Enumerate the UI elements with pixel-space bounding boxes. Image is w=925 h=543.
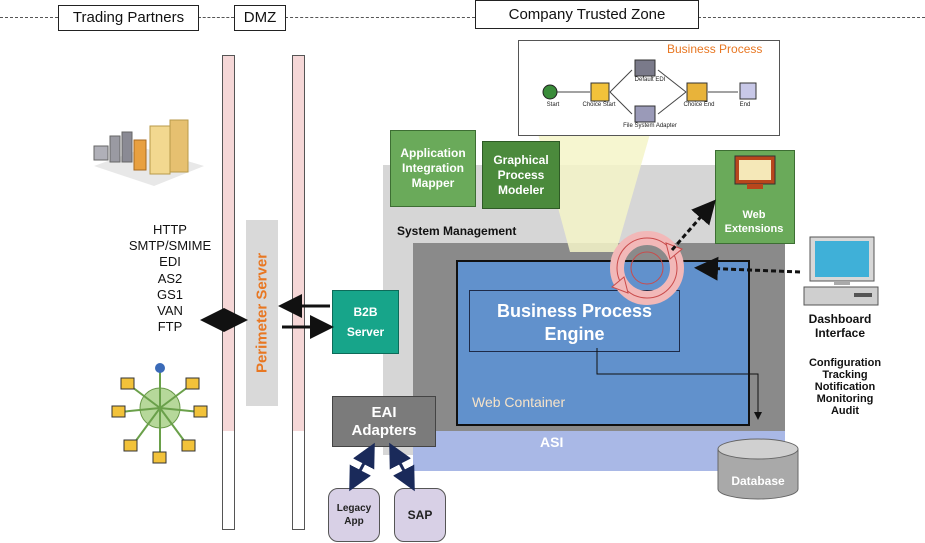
protocol-item: FTP	[157, 319, 183, 335]
side-function-item: Tracking	[822, 369, 868, 381]
bp-node-default-edi-label: Default EDI	[634, 77, 666, 83]
protocol-item: EDI	[159, 254, 181, 270]
database-label: Database	[731, 474, 785, 488]
b2b-line-2: Server	[346, 325, 385, 339]
side-function-item: Configuration	[808, 357, 882, 369]
eai-adapters-box: EAI Adapters	[332, 396, 436, 447]
zone-label-trading-partners: Trading Partners	[58, 5, 199, 31]
network-hub-icon	[111, 363, 208, 464]
database-connector	[596, 348, 762, 420]
legacy-app-box: Legacy App	[328, 488, 380, 542]
default-edi-icon	[634, 59, 656, 77]
start-node-icon	[542, 84, 558, 100]
b2b-line-1: B2B	[353, 305, 378, 319]
web-ext-line-2: Extensions	[724, 223, 784, 235]
side-function-item: Notification	[814, 381, 876, 393]
dashboard-computer-icon	[803, 236, 879, 306]
business-process-flow	[542, 59, 757, 123]
monitor-icon	[734, 155, 776, 189]
zone-label-dmz: DMZ	[234, 5, 286, 31]
eai-sap-arrow	[389, 442, 415, 492]
dashboard-arrow	[694, 256, 801, 281]
b2b-server-box: B2B Server	[332, 290, 399, 354]
firewall-pillar-left	[222, 55, 235, 530]
file-system-adapter-icon	[634, 105, 656, 123]
protocol-item: SMTP/SMIME	[128, 238, 212, 254]
aim-line-3: Mapper	[411, 176, 455, 190]
legacy-line-1: Legacy	[336, 503, 372, 514]
bp-node-choice-end-label: Choice End	[683, 102, 715, 108]
gpm-line-2: Process	[497, 167, 545, 182]
business-process-title: Business Process	[667, 42, 763, 56]
zone-separator-line	[698, 17, 925, 18]
web-container	[456, 260, 750, 426]
perimeter-server-band	[246, 220, 278, 406]
choice-start-icon	[590, 82, 610, 102]
protocol-item: HTTP	[153, 222, 187, 237]
side-function-item: Audit	[830, 405, 860, 417]
dashboard-interface-label: Dashboard Interface	[795, 312, 885, 340]
sap-box: SAP	[394, 488, 446, 542]
firewall-pillar-right	[292, 55, 305, 530]
bp-node-end-label: End	[739, 102, 751, 108]
zone-separator-line	[198, 17, 234, 18]
gpm-line-3: Modeler	[497, 182, 544, 197]
protocol-item: GS1	[156, 286, 183, 302]
application-integration-mapper-box: Application Integration Mapper	[390, 130, 476, 207]
bp-node-start-label: Start	[546, 102, 560, 108]
dashboard-line-2: Interface	[814, 326, 866, 340]
system-management-label: System Management	[397, 224, 517, 238]
eai-line-1: EAI	[371, 403, 397, 421]
asi-label: ASI	[540, 434, 564, 450]
end-node-icon	[739, 82, 757, 100]
business-process-engine-label: Business Process Engine	[472, 300, 677, 346]
web-extensions-label: Web Extensions	[715, 208, 793, 236]
database-icon	[717, 438, 799, 500]
bpe-line-1: Business Process	[496, 301, 653, 321]
side-functions-list: Configuration Tracking Notification Moni…	[790, 357, 900, 417]
eai-line-2: Adapters	[351, 421, 417, 439]
web-ext-line-1: Web	[742, 209, 766, 221]
web-extensions-arrow	[670, 199, 716, 251]
business-process-engine-box	[469, 290, 680, 352]
cycle-arrows-icon	[610, 231, 684, 305]
protocol-list: HTTP SMTP/SMIME EDI AS2 GS1 VAN FTP	[120, 222, 220, 335]
gpm-line-1: Graphical	[493, 152, 549, 167]
eai-legacy-arrow	[349, 442, 375, 492]
dashboard-line-1: Dashboard	[808, 312, 872, 326]
buildings-icon	[93, 119, 204, 186]
choice-end-icon	[686, 82, 708, 102]
graphical-process-modeler-box: Graphical Process Modeler	[482, 141, 560, 209]
zone-label-company-trusted-zone: Company Trusted Zone	[475, 0, 699, 29]
legacy-line-2: App	[344, 516, 364, 527]
bp-node-choice-start-label: Choice Start	[582, 102, 616, 108]
aim-line-1: Application	[400, 146, 466, 160]
aim-line-2: Integration	[402, 161, 464, 175]
zone-separator-line	[0, 17, 58, 18]
protocol-item: AS2	[157, 270, 183, 286]
bpe-line-2: Engine	[544, 324, 605, 344]
process-projection-beam	[538, 134, 650, 252]
web-container-label: Web Container	[472, 394, 566, 410]
side-function-item: Monitoring	[816, 393, 874, 405]
bp-node-file-system-adapter-label: File System Adapter	[623, 123, 677, 129]
zone-separator-line	[285, 17, 475, 18]
protocol-item: VAN	[157, 303, 183, 319]
